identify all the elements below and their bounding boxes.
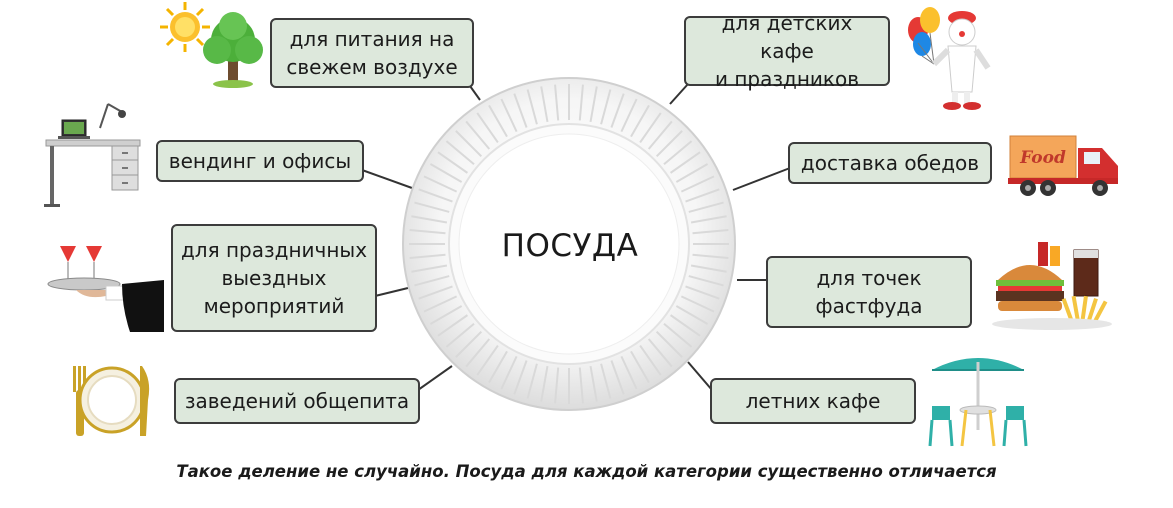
category-summer: летних кафе bbox=[710, 378, 916, 424]
burger-fries-icon bbox=[992, 242, 1112, 330]
category-events: для праздничных выездных мероприятий bbox=[171, 224, 377, 332]
category-kids: для детских кафе и праздников bbox=[684, 11, 890, 91]
food-truck-icon: Food bbox=[1008, 135, 1118, 196]
paper-plate bbox=[402, 77, 736, 411]
center-label: ПОСУДА bbox=[501, 228, 639, 264]
truck-label: Food bbox=[1019, 148, 1066, 168]
category-outdoor: для питания на свежем воздухе bbox=[270, 18, 474, 88]
footer-caption: Такое деление не случайно. Посуда для ка… bbox=[176, 462, 997, 481]
category-delivery: доставка обедов bbox=[788, 142, 992, 184]
parasol-table-icon bbox=[928, 358, 1028, 447]
waiter-tray-icon bbox=[47, 246, 164, 332]
category-vending: вендинг и офисы bbox=[156, 140, 364, 182]
category-catering: заведений общепита bbox=[174, 378, 420, 424]
sun-and-tree-icon bbox=[160, 2, 263, 88]
category-fastfood: для точек фастфуда bbox=[766, 256, 972, 328]
clown-balloons-icon bbox=[908, 7, 991, 110]
office-desk-icon bbox=[44, 103, 141, 207]
plate-cutlery-icon bbox=[73, 366, 150, 436]
